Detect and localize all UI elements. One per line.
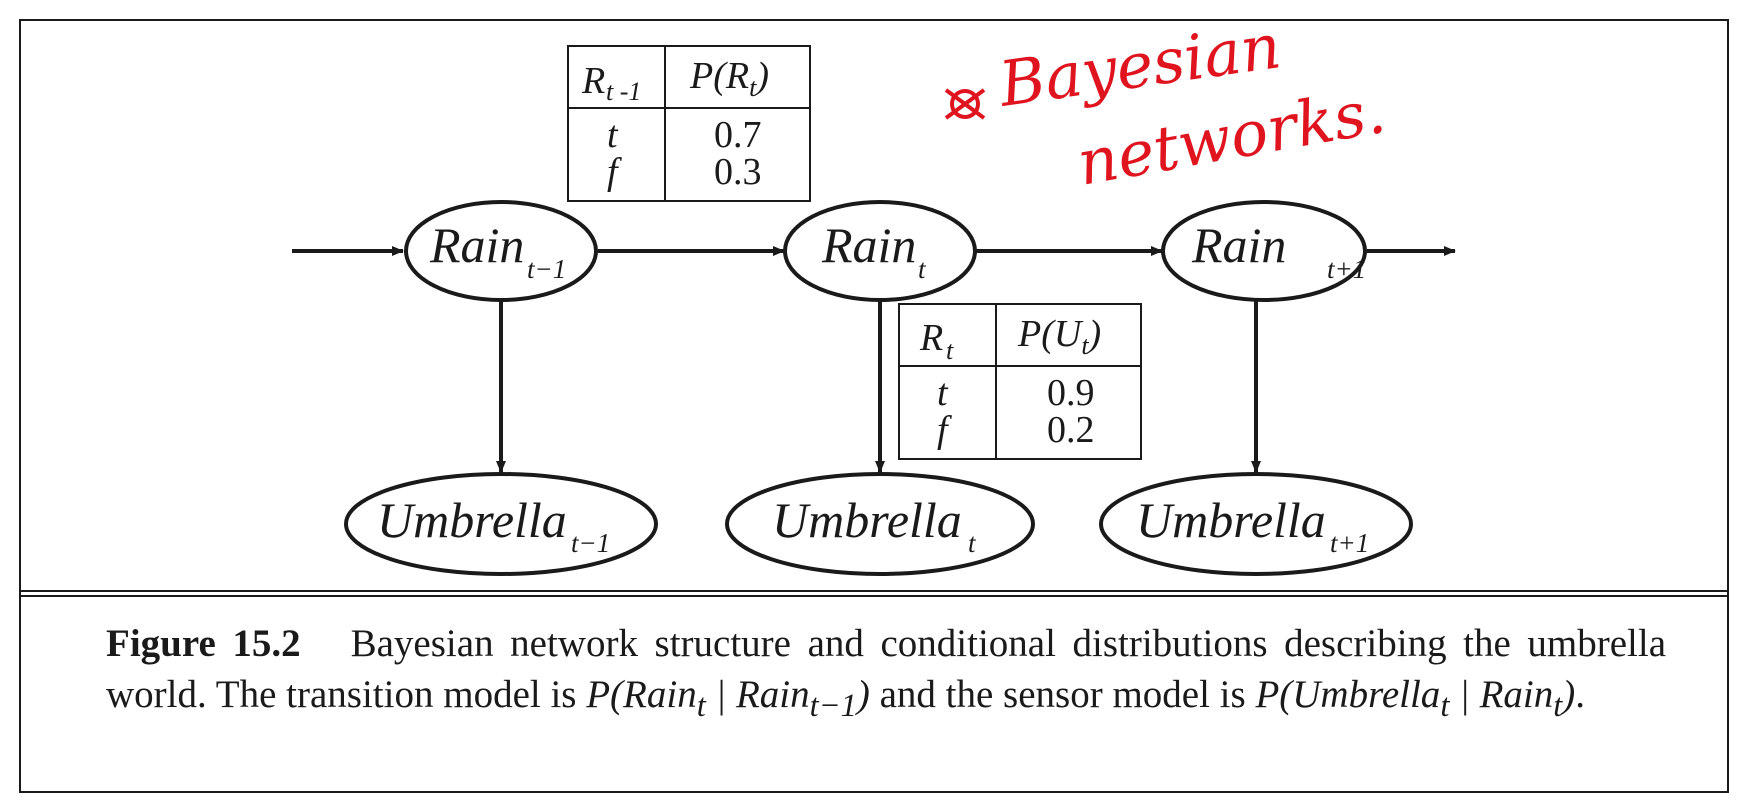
transition-header-parent: R [581,60,605,102]
sensor-header-prob: P(Ut) [1017,313,1101,360]
node-rain-next: Rain t+1 [1161,200,1367,302]
caption-end: . [1575,673,1586,716]
sensor-row-2-prob: 0.2 [1047,409,1095,451]
node-rain-prev-subscript: t−1 [527,254,566,284]
sensor-row-1-prob: 0.9 [1047,372,1095,414]
node-umbrella-t: Umbrella t [725,472,1035,576]
node-umbrella-t-label: Umbrella [772,492,962,548]
node-rain-t: Rain t [783,200,977,302]
node-umbrella-next: Umbrella t+1 [1099,472,1413,576]
node-rain-prev: Rain t−1 [404,200,598,302]
edges [292,246,1456,473]
transition-header-parent-subscript: t -1 [606,77,641,106]
transition-header-prob: P(Rt) [689,55,769,102]
caption-formula-transition: P(Raint | Raint−1) [586,673,870,724]
node-rain-t-subscript: t [918,254,927,284]
sensor-row-1-value: t [937,372,949,414]
sensor-header-parent: R [919,317,943,359]
node-rain-next-subscript: t+1 [1327,254,1366,284]
transition-row-1-prob: 0.7 [714,114,762,156]
figure-label: Figure 15.2 [106,622,301,665]
caption-text-1: Bayesian network structure and condition… [106,622,1667,716]
node-rain-t-label: Rain [821,217,916,273]
node-umbrella-next-label: Umbrella [1136,492,1326,548]
node-umbrella-prev-label: Umbrella [377,492,567,548]
node-rain-next-label: Rain [1191,217,1286,273]
node-umbrella-prev-subscript: t−1 [571,528,610,558]
transition-row-1-value: t [607,114,619,156]
sensor-header-parent-subscript: t [946,336,954,365]
node-umbrella-next-subscript: t+1 [1330,528,1369,558]
caption-divider [19,590,1729,597]
node-rain-prev-label: Rain [429,217,524,273]
transition-cpt-table: R t -1 P(Rt) t 0.7 f 0.3 [567,45,811,202]
sensor-cpt-table: R t P(Ut) t 0.9 f 0.2 [898,303,1142,460]
handwritten-annotation: Bayesian networks. [944,9,1391,200]
node-umbrella-t-subscript: t [968,528,977,558]
asterisk-mark-icon [944,88,986,120]
figure-frame [19,19,1729,793]
node-umbrella-prev: Umbrella t−1 [344,472,658,576]
transition-row-2-prob: 0.3 [714,151,762,193]
bayesian-network-diagram: Rain t−1 Rain t Rain t+1 Umbrella t−1 Um… [292,9,1456,576]
caption-text-2: and the sensor model is [869,673,1256,716]
caption-formula-sensor: P(Umbrellat | Raint) [1255,673,1576,724]
